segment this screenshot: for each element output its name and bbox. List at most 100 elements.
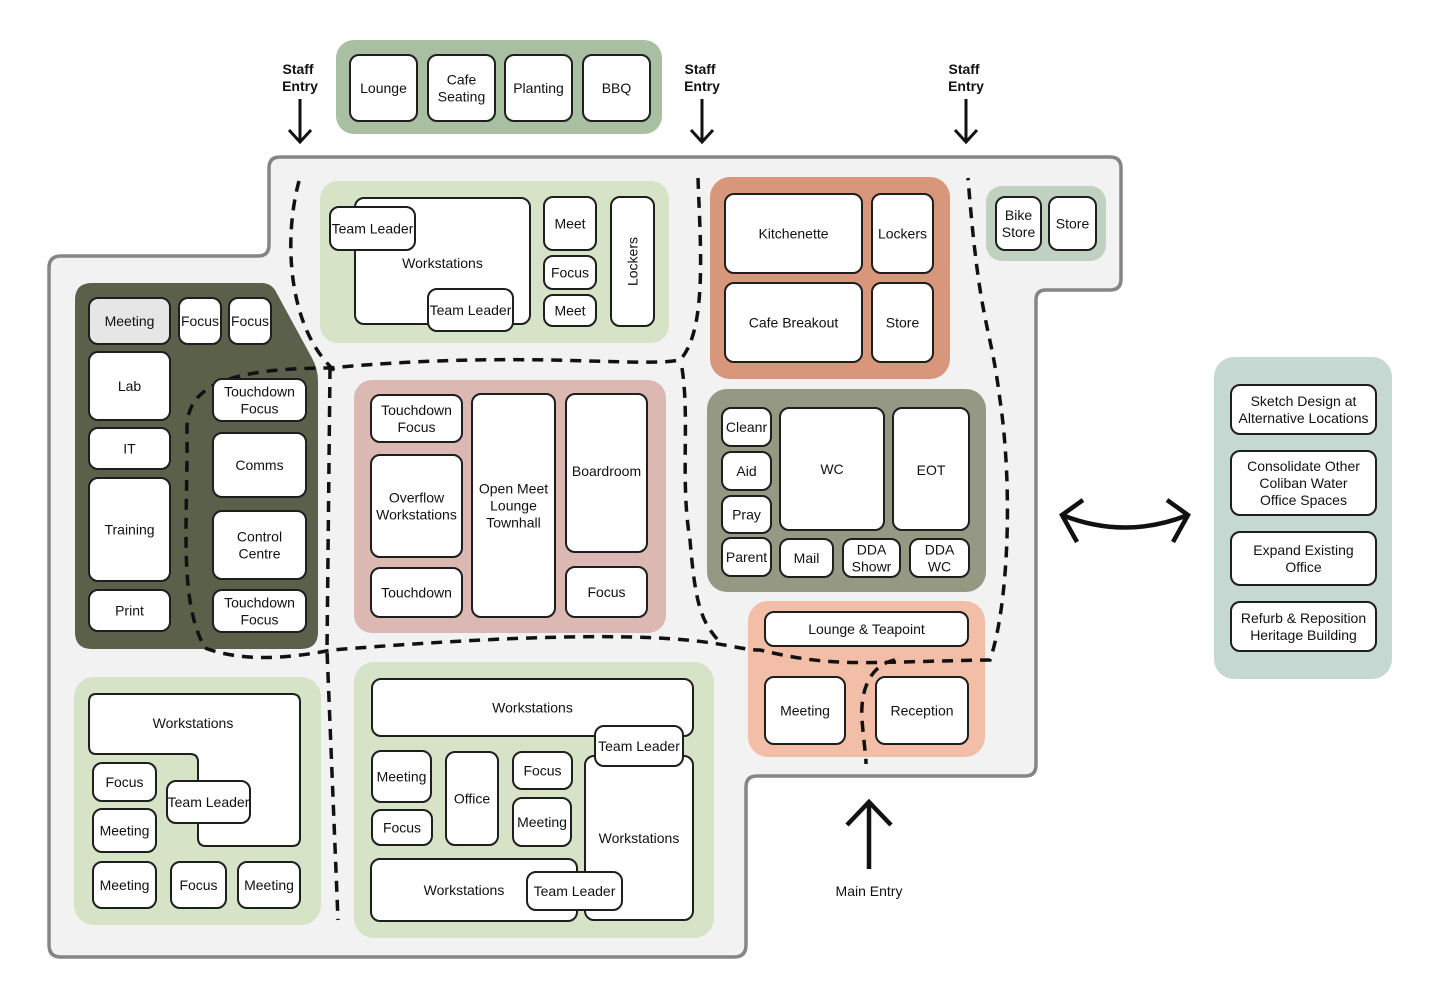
room-workstations-bl-label: Workstations xyxy=(153,715,234,731)
room-it-box xyxy=(88,427,171,470)
room-planting-text: Planting xyxy=(513,80,564,96)
room-focus-left-a: Focus xyxy=(178,297,222,345)
arrow-icon xyxy=(689,99,715,145)
room-office: Office xyxy=(445,751,499,846)
room-focus-bl-b-text: Focus xyxy=(179,877,217,893)
room-focus-bl-b: Focus xyxy=(170,861,227,909)
room-meeting-left-text: Meeting xyxy=(105,313,155,329)
room-kitchenette-text: Kitchenette xyxy=(758,226,828,242)
room-focus-bc-b: Focus xyxy=(371,809,433,846)
room-meeting-bl-b: Meeting xyxy=(92,861,157,909)
room-workstations-bl-label-text: Workstations xyxy=(153,715,234,731)
room-aid-box xyxy=(721,451,772,491)
room-meeting-bl-c: Meeting xyxy=(237,861,301,909)
room-team-leader-bl-box xyxy=(166,780,251,824)
staff-entry-left: Staff Entry xyxy=(282,61,318,145)
main-entry: Main Entry xyxy=(836,798,902,899)
room-comms-text: Comms xyxy=(235,457,283,473)
room-boardroom-text: Boardroom xyxy=(572,463,641,479)
room-lab-text: Lab xyxy=(118,378,142,394)
room-team-leader-bl: Team Leader xyxy=(166,780,251,824)
room-touchdown-box xyxy=(370,567,463,618)
staff-entry-right-label: Staff Entry xyxy=(948,61,984,94)
room-training-box xyxy=(88,477,171,582)
room-it: IT xyxy=(88,427,171,470)
room-training-text: Training xyxy=(104,522,154,538)
curved-double-arrow-icon xyxy=(1059,498,1191,544)
room-team-leader-bc-a-box xyxy=(594,725,684,767)
circulation-paths xyxy=(184,177,1010,921)
room-focus-left-a-text: Focus xyxy=(181,313,219,329)
room-overflow-workstations-box xyxy=(370,454,463,558)
room-lockers-vertical-text: Lockers xyxy=(625,237,641,286)
room-workstations-bc-right-text: Workstations xyxy=(599,830,680,846)
room-aid: Aid xyxy=(721,451,772,491)
room-reception-text: Reception xyxy=(890,703,953,719)
room-workstations-bc-bottom: Workstations xyxy=(370,858,578,922)
room-reception: Reception xyxy=(875,676,969,745)
room-parent: Parent xyxy=(721,537,772,577)
room-eot-text: EOT xyxy=(917,462,946,478)
room-dda-wc-box xyxy=(909,538,970,578)
room-aid-text: Aid xyxy=(736,463,756,479)
room-focus-bc-a: Focus xyxy=(512,751,573,790)
room-meeting-bl-a: Meeting xyxy=(92,808,157,853)
option-refurb-reposition-box xyxy=(1230,601,1377,652)
room-mail-box xyxy=(779,538,834,578)
room-planting: Planting xyxy=(504,54,573,122)
room-focus-bc-b-text: Focus xyxy=(383,820,421,836)
room-meet-b: Meet xyxy=(543,294,597,327)
room-lab-box xyxy=(88,351,171,421)
room-office-box xyxy=(445,751,499,846)
room-meeting-reception-text: Meeting xyxy=(780,703,830,719)
option-sketch-design-box xyxy=(1230,384,1377,435)
room-team-leader-bc-b-box xyxy=(526,871,623,911)
room-focus-centre: Focus xyxy=(565,566,648,618)
room-team-leader-top-b-text: Team Leader xyxy=(430,302,512,318)
room-meeting-bc-a-text: Meeting xyxy=(377,769,427,785)
room-dda-showr-box xyxy=(842,538,901,578)
arrow-up-icon xyxy=(845,798,893,869)
room-workstations-bc-top: Workstations xyxy=(371,678,694,737)
room-meeting-left-box xyxy=(88,297,171,345)
room-planting-box xyxy=(504,54,573,122)
room-store-bike-text: Store xyxy=(1056,216,1090,232)
room-meet-a-text: Meet xyxy=(554,216,585,232)
room-print-box xyxy=(88,589,171,632)
room-lounge-teapoint-box xyxy=(764,611,969,647)
room-touchdown-text: Touchdown xyxy=(381,585,452,601)
room-meeting-reception-box xyxy=(764,676,846,745)
room-team-leader-top-a-text: Team Leader xyxy=(332,221,414,237)
room-store-bike-box xyxy=(1048,196,1097,251)
room-workstations-bc-top-text: Workstations xyxy=(492,700,573,716)
room-office-text: Office xyxy=(454,791,491,807)
room-print-text: Print xyxy=(115,603,144,619)
room-wc-text: WC xyxy=(820,461,843,477)
room-focus-bc-b-box xyxy=(371,809,433,846)
room-store-amenity: Store xyxy=(871,282,934,363)
room-meet-a: Meet xyxy=(543,196,597,251)
entries: Staff Entry Staff Entry Staff Entry xyxy=(282,61,984,899)
room-touchdown-focus-left-b-box xyxy=(212,589,307,633)
room-cleanr-text: Cleanr xyxy=(726,419,768,435)
room-meeting-bc-b: Meeting xyxy=(512,797,572,847)
room-focus-centre-text: Focus xyxy=(587,584,625,600)
room-focus-centre-box xyxy=(565,566,648,618)
room-team-leader-top-a-box xyxy=(329,206,416,251)
room-focus-bl-a-box xyxy=(92,762,157,802)
room-focus-left-a-box xyxy=(178,297,222,345)
